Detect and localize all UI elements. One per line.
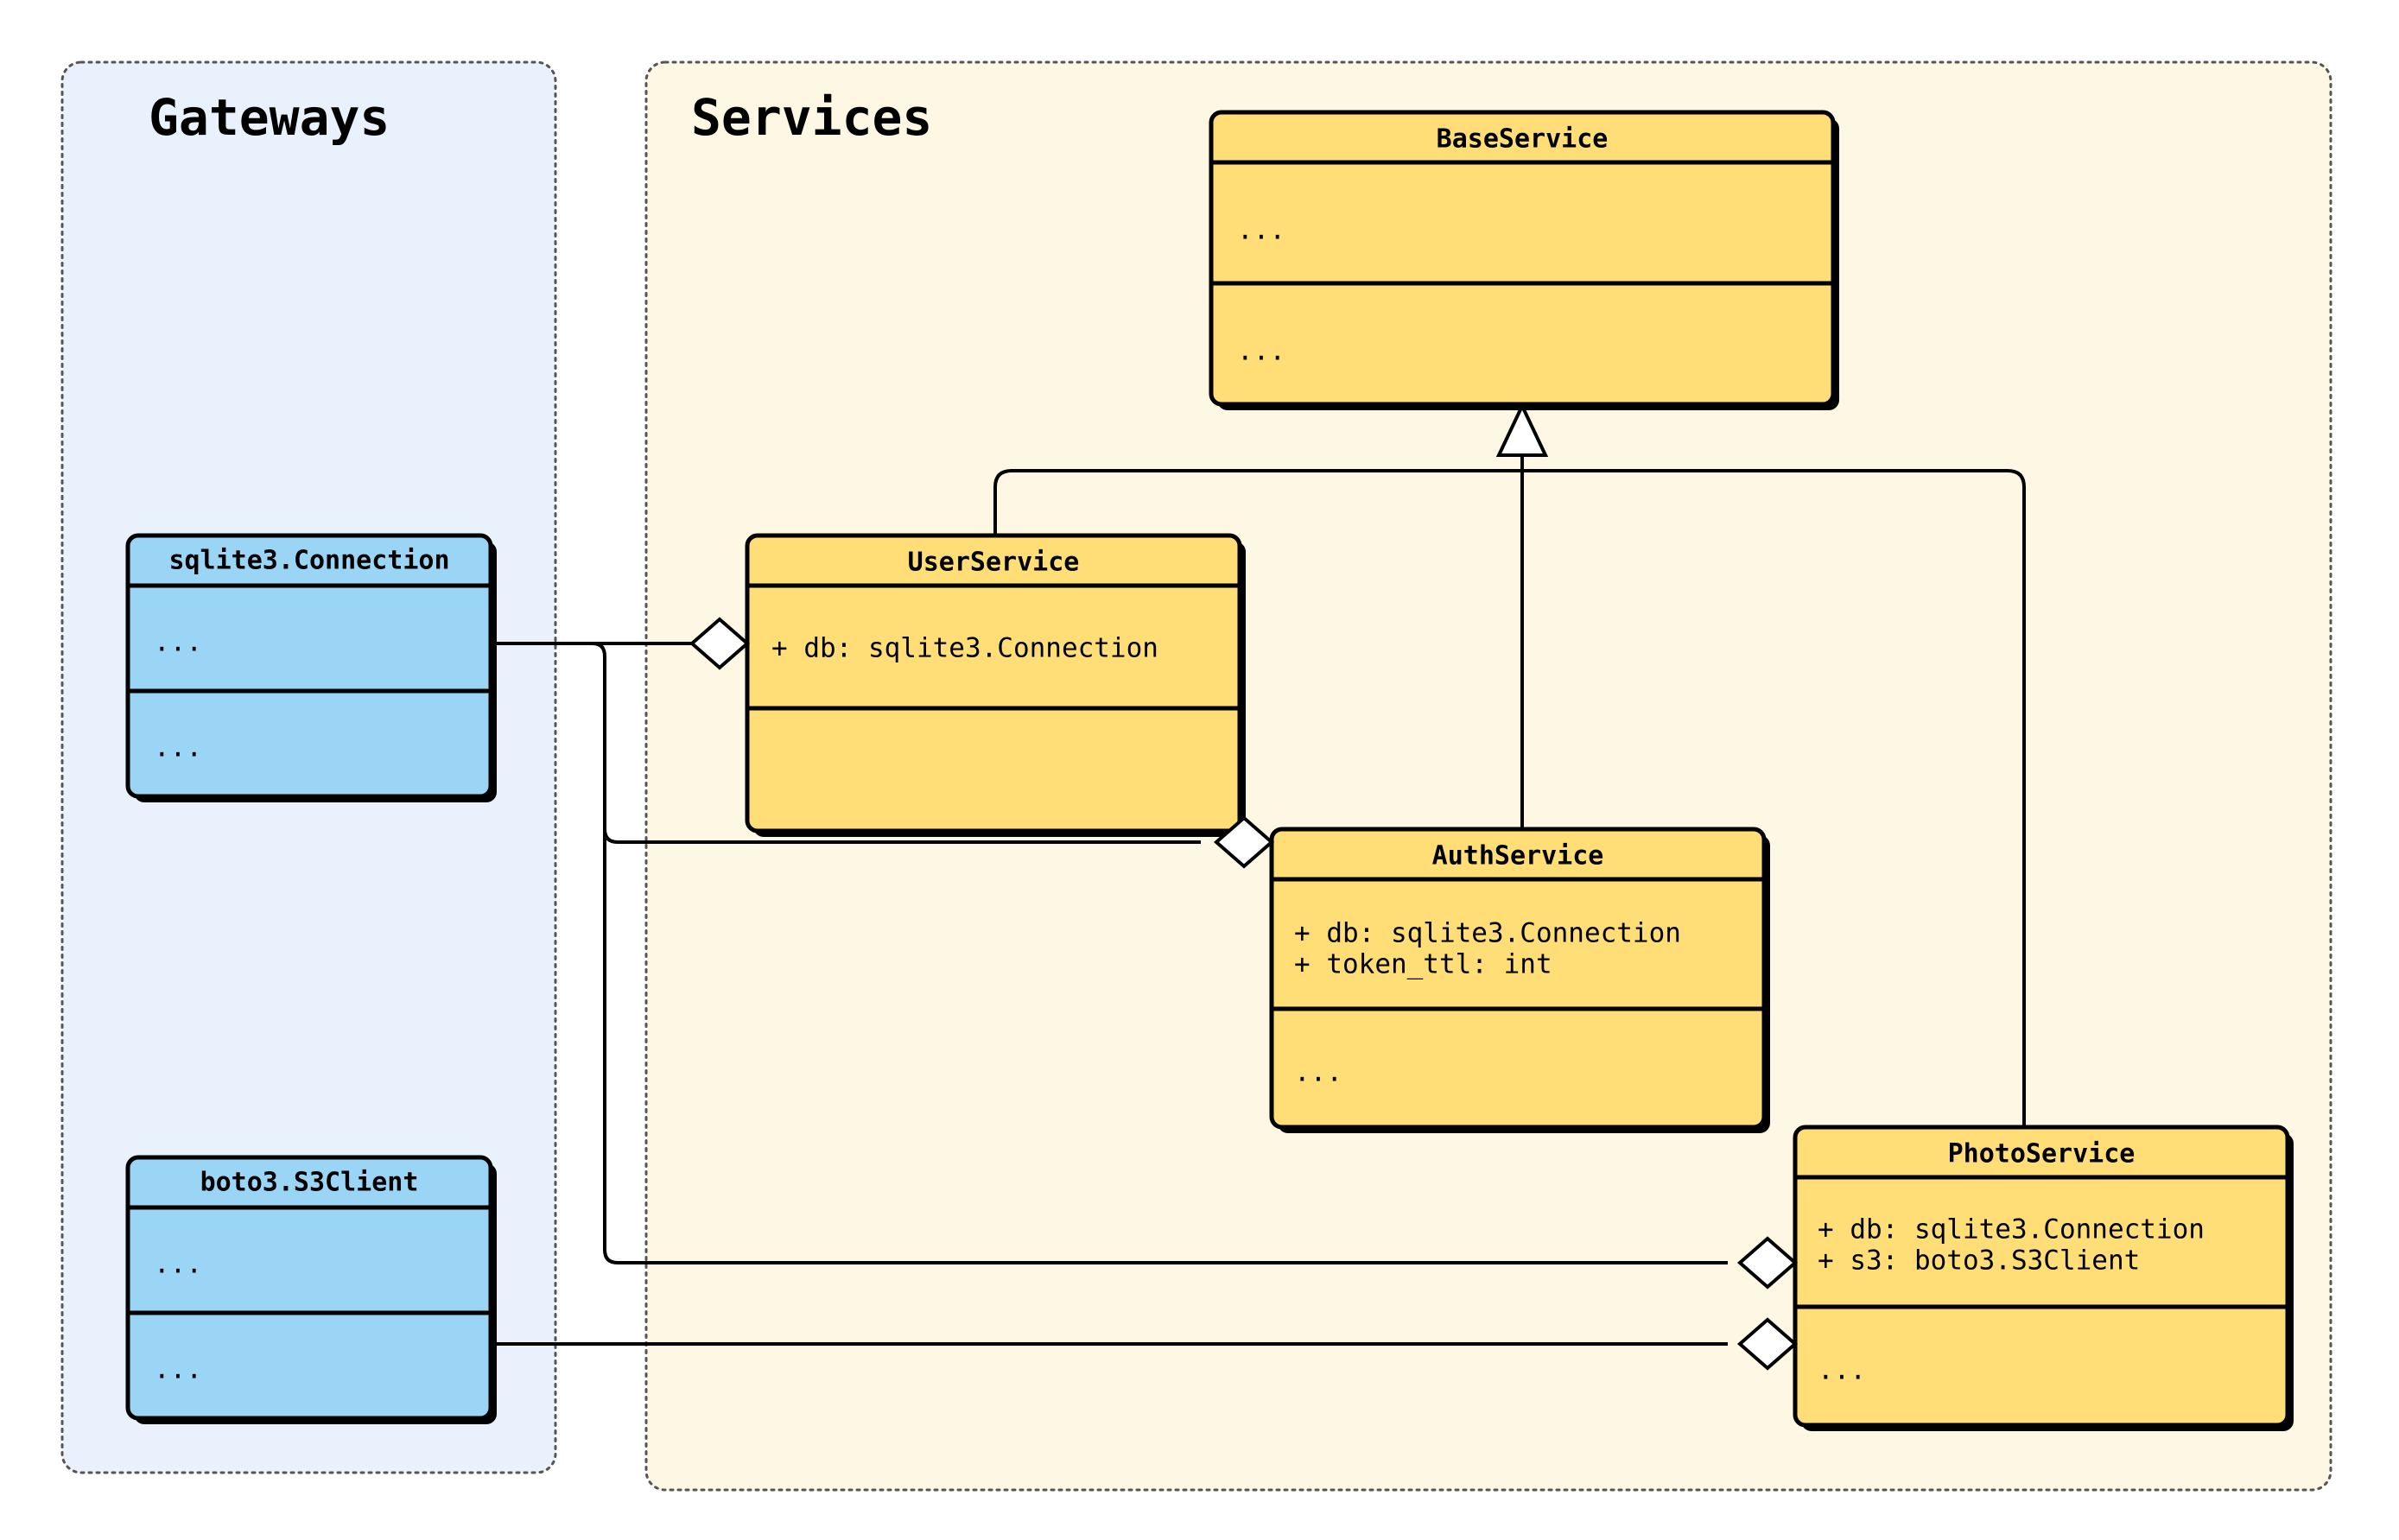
aggregation-diamonds	[689, 617, 1799, 1371]
package-services-title: Services	[691, 88, 932, 147]
class-baseservice[interactable]: BaseService ... ...	[1209, 110, 1839, 410]
class-photoservice-attr-0: + db: sqlite3.Connection	[1818, 1214, 2205, 1245]
class-photoservice-method-0: ...	[1818, 1355, 1866, 1386]
class-userservice[interactable]: UserService + db: sqlite3.Connection	[745, 533, 1246, 837]
aggregation-diamond-icon-photoservice-db	[1736, 1236, 1799, 1290]
aggregation-edges-sqlite3	[491, 642, 1728, 1264]
class-sqlite3-connection-box	[125, 533, 493, 799]
generalization-edges	[993, 402, 2026, 1127]
class-boto3-s3client-method-0: ...	[154, 1354, 202, 1385]
class-baseservice-attr-0: ...	[1237, 215, 1285, 246]
class-userservice-attr-0: + db: sqlite3.Connection	[771, 633, 1158, 664]
class-boto3-s3client-box	[125, 1155, 493, 1421]
edge-generalization-photoservice	[1522, 469, 2026, 1127]
class-sqlite3-connection-method-0: ...	[154, 732, 202, 764]
class-authservice-box	[1269, 827, 1767, 1130]
class-sqlite3-connection-attr-0: ...	[154, 627, 202, 658]
class-userservice-box	[745, 533, 1242, 833]
edge-generalization-userservice	[993, 469, 1522, 536]
class-baseservice-method-0: ...	[1237, 336, 1285, 367]
class-boto3-s3client[interactable]: boto3.S3Client ... ...	[125, 1155, 497, 1424]
class-authservice[interactable]: AuthService + db: sqlite3.Connection + t…	[1269, 827, 1770, 1133]
class-authservice-method-0: ...	[1294, 1057, 1342, 1088]
class-photoservice-box	[1793, 1125, 2290, 1428]
class-authservice-attr-1: + token_ttl: int	[1294, 949, 1552, 980]
class-sqlite3-connection-title: sqlite3.Connection	[168, 546, 449, 576]
package-gateways-title: Gateways	[149, 88, 390, 147]
generalization-arrowhead-icon	[1495, 402, 1549, 457]
class-boto3-s3client-title: boto3.S3Client	[200, 1168, 419, 1198]
class-photoservice[interactable]: PhotoService + db: sqlite3.Connection + …	[1793, 1125, 2294, 1431]
class-baseservice-box	[1209, 110, 1836, 407]
aggregation-diamond-icon-authservice	[1213, 815, 1275, 869]
edge-sqlite3-to-photoservice	[603, 777, 1728, 1264]
class-photoservice-attr-1: + s3: boto3.S3Client	[1818, 1245, 2140, 1277]
class-photoservice-title: PhotoService	[1948, 1139, 2136, 1169]
class-authservice-attr-0: + db: sqlite3.Connection	[1294, 918, 1681, 949]
class-sqlite3-connection[interactable]: sqlite3.Connection ... ...	[125, 533, 497, 802]
aggregation-diamond-icon-userservice	[689, 617, 751, 670]
aggregation-diamond-icon-photoservice-s3	[1736, 1317, 1799, 1371]
class-boto3-s3client-attr-0: ...	[154, 1249, 202, 1280]
class-baseservice-title: BaseService	[1437, 124, 1609, 155]
class-userservice-title: UserService	[908, 548, 1080, 578]
class-authservice-title: AuthService	[1432, 841, 1604, 871]
